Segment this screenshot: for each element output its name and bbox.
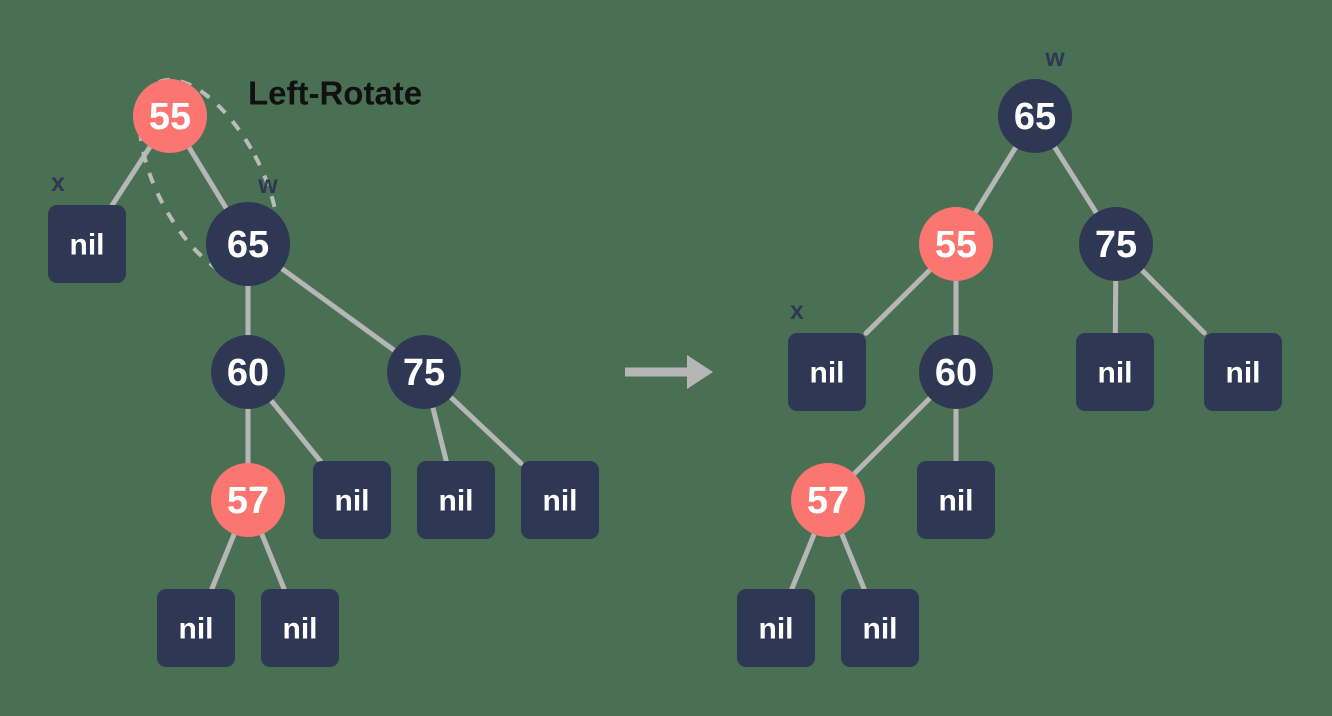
pointer-label-x: x	[790, 297, 804, 325]
node-value-label: nil	[283, 613, 318, 646]
tree-node-75[interactable]: 75	[1079, 207, 1153, 281]
tree-edge	[863, 266, 933, 336]
nil-leaf-node[interactable]: nil	[48, 205, 126, 283]
nil-leaf-node[interactable]: nil	[1076, 333, 1154, 411]
operation-title: Left-Rotate	[248, 75, 422, 112]
tree-edge	[839, 530, 867, 592]
tree-node-57[interactable]: 57	[211, 463, 285, 537]
tree-edge	[259, 530, 287, 592]
tree-node-75[interactable]: 75	[387, 335, 461, 409]
node-value-label: 65	[1014, 96, 1056, 138]
node-value-label: 60	[227, 352, 269, 394]
nil-leaf-node[interactable]: nil	[788, 333, 866, 411]
tree-node-57[interactable]: 57	[791, 463, 865, 537]
tree-node-65[interactable]: 65	[998, 79, 1072, 153]
node-value-label: nil	[1226, 357, 1261, 390]
tree-nodes-layer: 55 nil 65 60 75 57 nil nil nil nil nil 65 55 75 nil 60 n…	[48, 79, 1282, 667]
nil-leaf-node[interactable]: nil	[841, 589, 919, 667]
pointer-label-w: w	[1044, 44, 1065, 72]
node-value-label: nil	[439, 485, 474, 518]
node-value-label: 57	[227, 480, 269, 522]
tree-edge	[278, 265, 398, 354]
tree-edge	[789, 530, 817, 592]
tree-node-60[interactable]: 60	[211, 335, 285, 409]
transition-arrow	[625, 355, 713, 389]
tree-edges-layer	[109, 143, 1207, 592]
tree-edge	[447, 394, 524, 466]
node-value-label: nil	[335, 485, 370, 518]
tree-edge	[209, 530, 237, 592]
nil-leaf-node[interactable]: nil	[313, 461, 391, 539]
node-value-label: 55	[149, 96, 191, 138]
tree-node-55[interactable]: 55	[919, 207, 993, 281]
node-value-label: 60	[935, 352, 977, 394]
arrow-shaft	[625, 367, 687, 377]
tree-edge	[186, 144, 230, 212]
node-value-label: 75	[1095, 224, 1137, 266]
node-value-label: 65	[227, 224, 269, 266]
highlight-layer	[137, 77, 281, 283]
tree-edge	[972, 144, 1019, 216]
pointer-label-w: w	[257, 171, 278, 199]
arrow-head-icon	[687, 355, 713, 389]
tree-edge	[1051, 143, 1100, 217]
node-value-label: nil	[810, 357, 845, 390]
tree-edge	[430, 404, 449, 464]
nil-leaf-node[interactable]: nil	[417, 461, 495, 539]
nil-leaf-node[interactable]: nil	[261, 589, 339, 667]
node-value-label: 55	[935, 224, 977, 266]
node-value-label: 75	[403, 352, 445, 394]
nil-leaf-node[interactable]: nil	[917, 461, 995, 539]
tree-node-55[interactable]: 55	[133, 79, 207, 153]
nil-leaf-node[interactable]: nil	[521, 461, 599, 539]
node-value-label: nil	[70, 229, 105, 262]
tree-edge	[1138, 267, 1207, 336]
node-value-label: nil	[863, 613, 898, 646]
node-value-label: nil	[179, 613, 214, 646]
tree-node-60[interactable]: 60	[919, 335, 993, 409]
nil-leaf-node[interactable]: nil	[157, 589, 235, 667]
node-value-label: nil	[759, 613, 794, 646]
node-value-label: 57	[807, 480, 849, 522]
nil-leaf-node[interactable]: nil	[737, 589, 815, 667]
tree-node-65[interactable]: 65	[206, 202, 290, 286]
node-value-label: nil	[939, 485, 974, 518]
pointer-label-x: x	[51, 169, 65, 197]
nil-leaf-node[interactable]: nil	[1204, 333, 1282, 411]
rotation-highlight-ellipse	[137, 77, 281, 283]
tree-edge	[850, 394, 934, 478]
tree-edge	[268, 397, 323, 464]
node-value-label: nil	[1098, 357, 1133, 390]
node-value-label: nil	[543, 485, 578, 518]
pointer-labels-layer: x w w x	[51, 44, 1065, 325]
